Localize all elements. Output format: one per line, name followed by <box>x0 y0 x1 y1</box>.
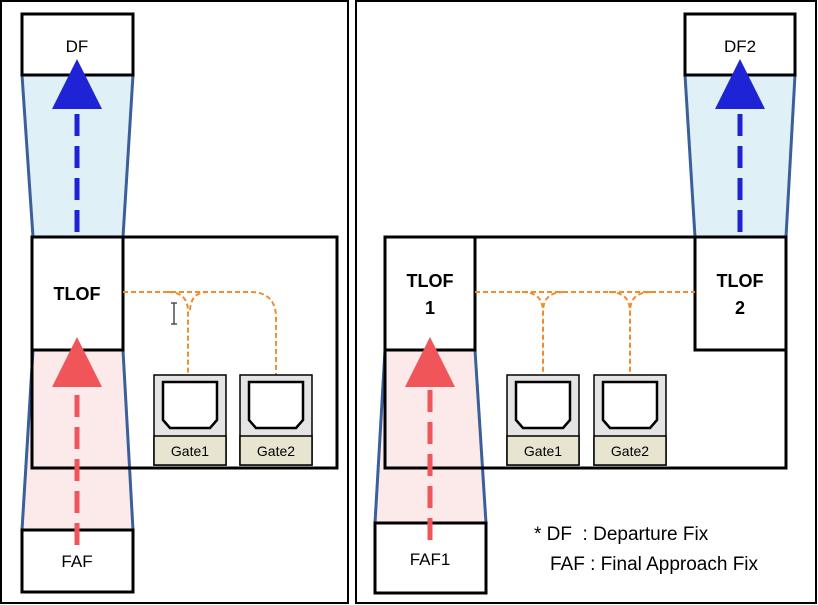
right-apron <box>383 235 788 470</box>
right-gate2: Gate2 <box>593 374 667 466</box>
left-apron <box>30 235 339 470</box>
left-gate1: Gate1 <box>153 374 227 466</box>
legend-line-faf: FAF : Final Approach Fix <box>550 554 759 575</box>
right-gate2-label: Gate2 <box>611 443 649 459</box>
right-gate1: Gate1 <box>506 374 580 466</box>
legend-line-df: * DF : Departure Fix <box>534 524 709 545</box>
left-tlof-label: TLOF <box>54 284 101 304</box>
right-panel: TLOF 1 TLOF 2 DF2 FAF1 Gate1 <box>355 0 817 604</box>
left-panel: TLOF DF FAF Gate1 Gat <box>0 0 349 604</box>
text-cursor-icon <box>171 302 177 325</box>
right-faf-label: FAF1 <box>410 550 451 569</box>
left-taxi-paths <box>123 291 277 378</box>
right-tlof2-line2: 2 <box>735 298 745 318</box>
left-gate2-label: Gate2 <box>257 443 295 459</box>
right-tlof1-line1: TLOF <box>407 271 454 291</box>
right-df-label: DF2 <box>724 37 756 56</box>
right-tlof2-line1: TLOF <box>717 271 764 291</box>
left-df-label: DF <box>66 37 89 56</box>
right-tlof1-line2: 1 <box>425 298 435 318</box>
right-taxi-paths <box>475 291 695 378</box>
left-faf-label: FAF <box>61 552 92 571</box>
right-tlof1-box <box>383 235 477 352</box>
left-gate2: Gate2 <box>239 374 313 466</box>
right-tlof2-box <box>693 235 788 352</box>
left-tlof-box <box>30 235 125 352</box>
left-gate1-label: Gate1 <box>171 443 209 459</box>
right-gate1-label: Gate1 <box>524 443 562 459</box>
